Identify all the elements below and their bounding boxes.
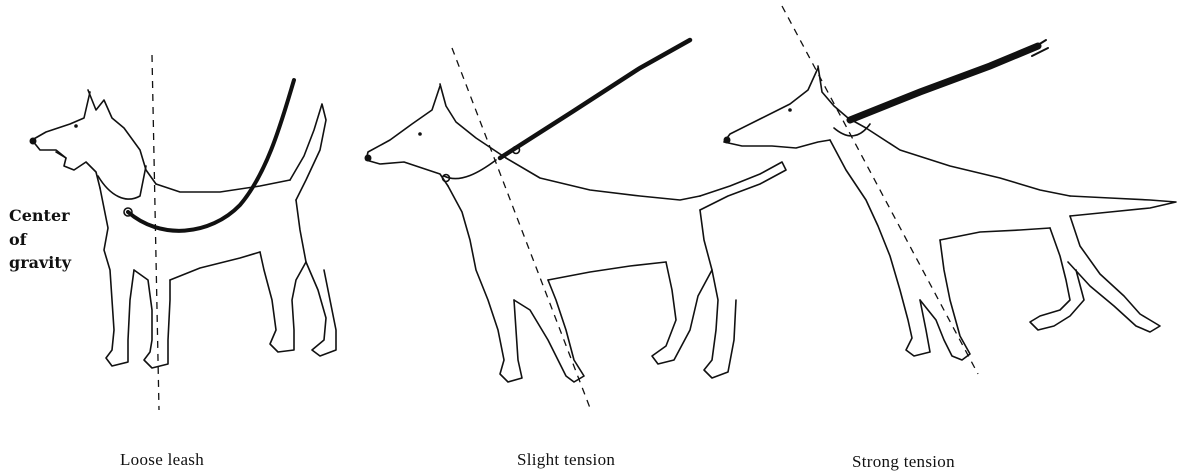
caption-strong-tension: Strong tension: [852, 452, 955, 471]
nose-icon: [365, 155, 372, 162]
dog-illustration: [365, 84, 787, 382]
leash: [128, 80, 294, 231]
panel-loose-leash: Loose leash: [30, 55, 337, 469]
side-label-line-2: of: [9, 230, 28, 249]
gravity-line: [152, 55, 159, 410]
eye-icon: [418, 132, 422, 136]
nose-icon: [30, 138, 37, 145]
eye-icon: [74, 124, 78, 128]
side-label-line-3: gravity: [9, 253, 72, 272]
side-label-line-1: Center: [9, 206, 70, 225]
panel-strong-tension: Strong tension: [724, 6, 1177, 471]
eye-icon: [788, 108, 792, 112]
center-of-gravity-label: Center of gravity: [9, 206, 72, 272]
leash: [500, 40, 690, 158]
caption-loose-leash: Loose leash: [120, 450, 204, 469]
nose-icon: [724, 137, 731, 144]
leash: [850, 46, 1038, 120]
panel-slight-tension: Slight tension: [365, 40, 787, 469]
dog-illustration: [724, 66, 1177, 360]
gravity-line: [782, 6, 978, 374]
gravity-line: [452, 48, 590, 408]
caption-slight-tension: Slight tension: [517, 450, 615, 469]
